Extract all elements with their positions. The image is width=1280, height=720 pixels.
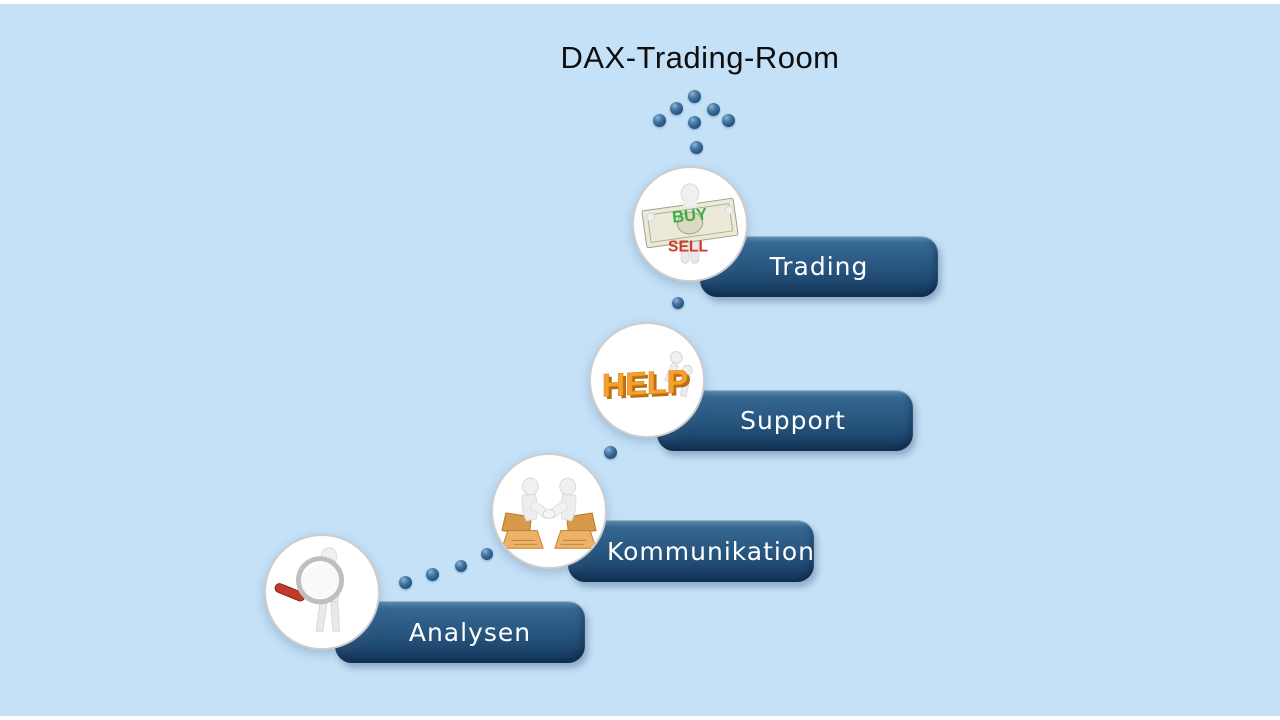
trail-dot bbox=[455, 560, 467, 572]
arrow-dot bbox=[690, 141, 703, 154]
trail-dot bbox=[481, 548, 493, 560]
arrow-dot bbox=[653, 114, 666, 127]
arrow-dot bbox=[670, 102, 683, 115]
arrow-dot bbox=[688, 116, 701, 129]
step-image-trading: BUY SELL bbox=[632, 166, 748, 282]
bottom-white-bar bbox=[0, 716, 1280, 720]
arrow-dot bbox=[707, 103, 720, 116]
handshake-laptops-icon bbox=[501, 477, 597, 549]
step-image-kommunikation bbox=[491, 453, 607, 569]
arrow-dot bbox=[688, 90, 701, 103]
arrow-dot bbox=[722, 114, 735, 127]
step-image-support: HELP HELP bbox=[589, 322, 705, 438]
figure-magnifying-glass-icon bbox=[274, 547, 345, 632]
figure-with-dollar-bill-icon: BUY SELL bbox=[641, 183, 739, 264]
help-text: HELP bbox=[602, 363, 688, 403]
step-label-trading: Trading bbox=[769, 252, 869, 281]
help-text-shadow: HELP bbox=[605, 366, 691, 406]
help-3d-letters-icon: HELP HELP bbox=[602, 351, 693, 406]
trail-dot bbox=[604, 446, 617, 459]
step-image-analysen bbox=[264, 534, 380, 650]
trail-dot bbox=[399, 576, 412, 589]
slide-title: DAX-Trading-Room bbox=[560, 40, 840, 75]
buy-text: BUY bbox=[671, 204, 708, 227]
trail-dot bbox=[672, 297, 684, 309]
step-label-support: Support bbox=[740, 406, 846, 435]
sell-text: SELL bbox=[668, 238, 708, 255]
top-white-bar bbox=[0, 0, 1280, 4]
step-label-kommunikation: Kommunikation bbox=[606, 536, 816, 566]
step-label-analysen: Analysen bbox=[408, 617, 532, 647]
step-pill-kommunikation: Kommunikation bbox=[568, 520, 814, 582]
trail-dot bbox=[426, 568, 439, 581]
